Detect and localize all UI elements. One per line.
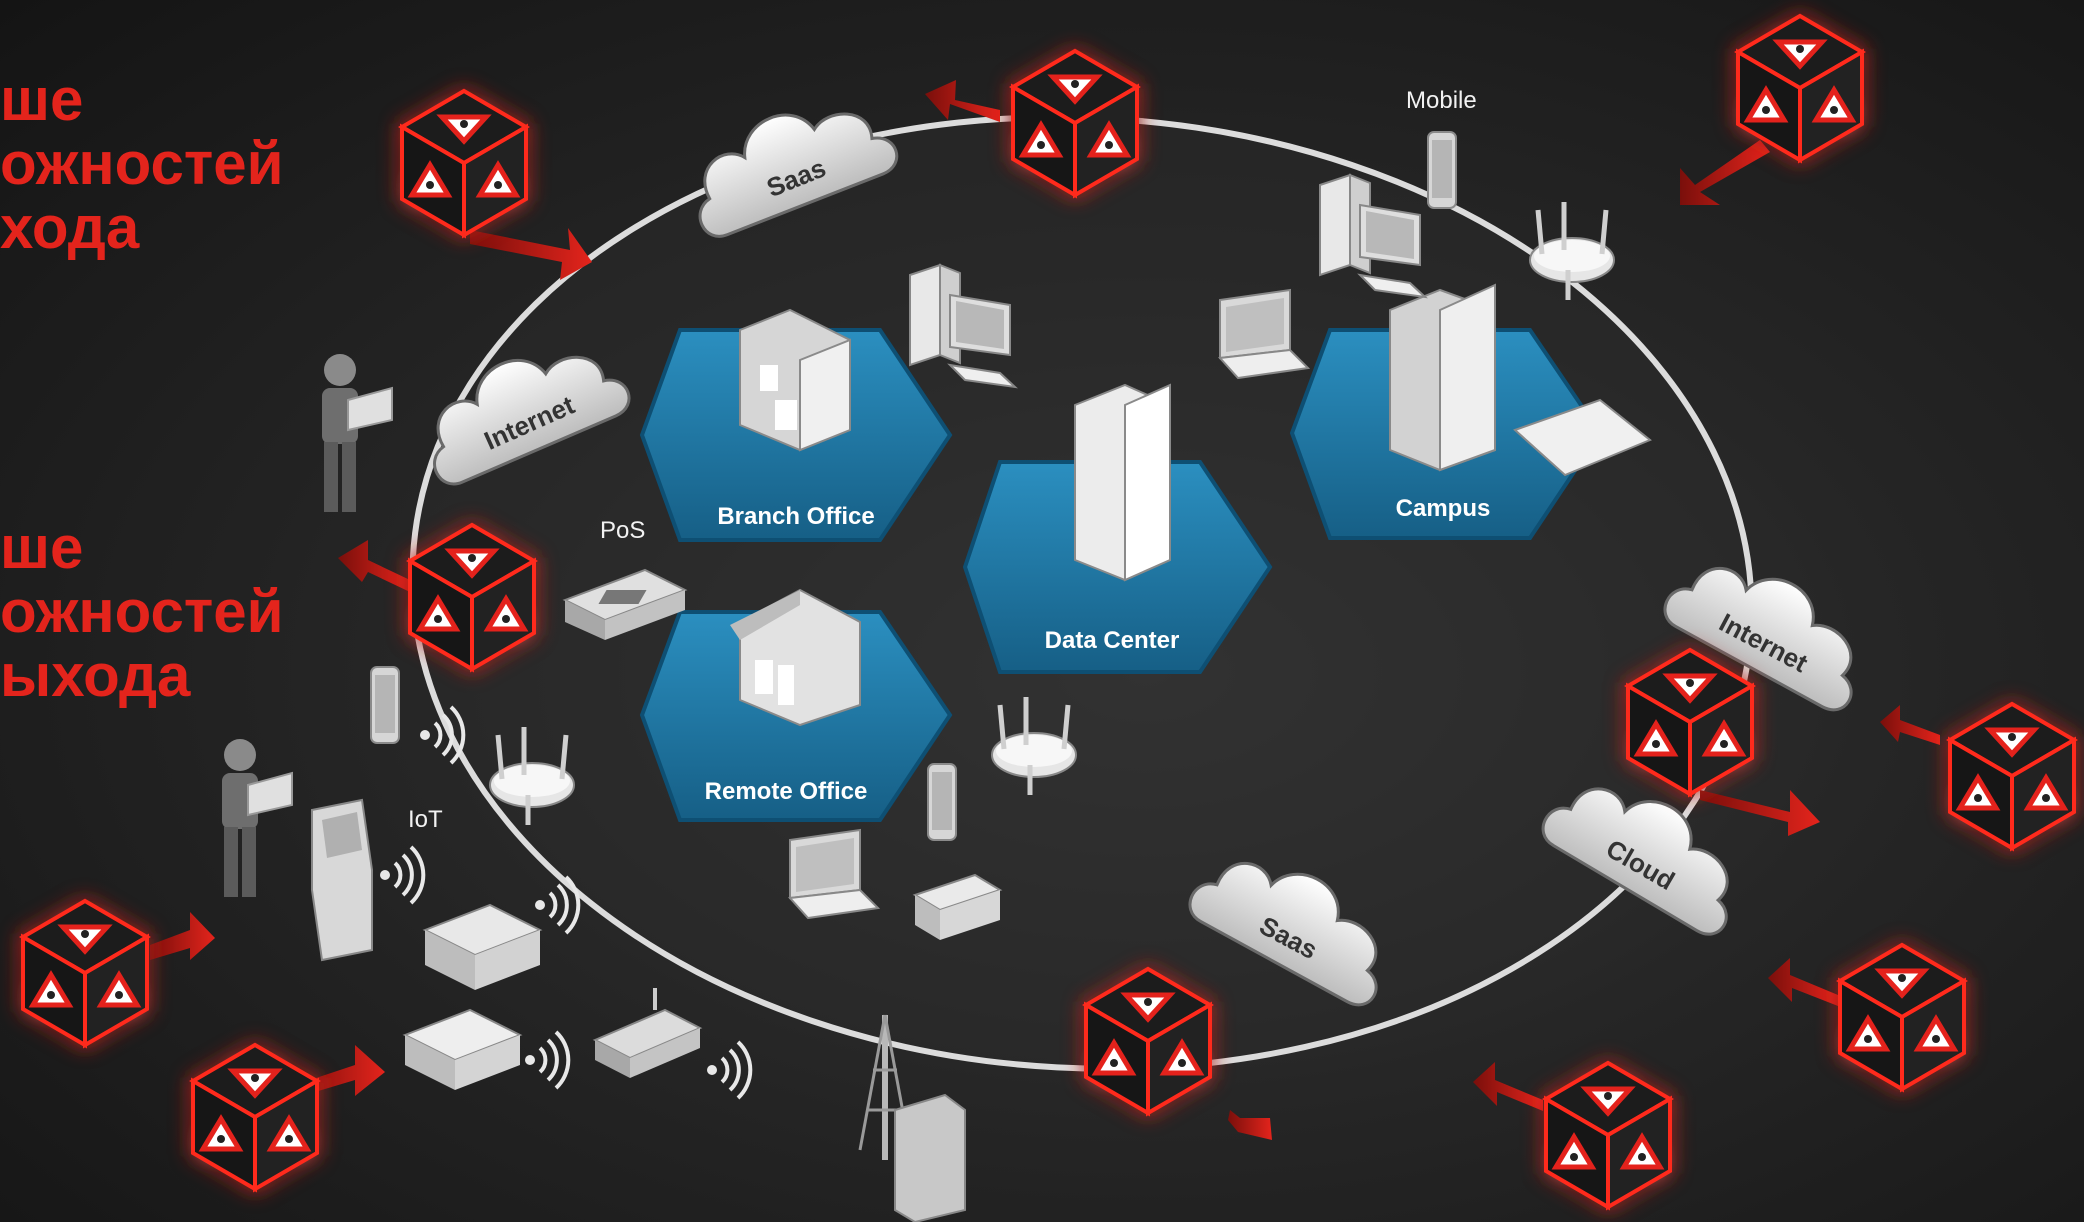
zone-branch-office: Branch Office	[639, 308, 953, 542]
scanner-icon	[402, 1008, 523, 1090]
threat-cube-icon	[1950, 704, 2074, 848]
kiosk-icon	[311, 798, 373, 962]
phone-icon	[1427, 131, 1457, 209]
threat-cube-icon	[1840, 945, 1964, 1089]
zone-label-data-center: Data Center	[1045, 627, 1180, 654]
threat-text-block-1: ше ожностей хода	[0, 68, 284, 260]
printer-icon	[912, 873, 1003, 940]
threat-text-line: ыхода	[0, 642, 191, 709]
cloud-saas-top: Saas	[672, 77, 904, 246]
phone-icon	[370, 666, 400, 744]
zone-label-remote-office: Remote Office	[705, 778, 868, 805]
zone-data-center: Data Center	[962, 383, 1273, 674]
zone-label-branch-office: Branch Office	[717, 503, 874, 530]
zone-label-campus: Campus	[1396, 495, 1491, 522]
threat-text-line: ожностей	[0, 130, 284, 197]
card-reader-icon	[592, 988, 703, 1078]
threat-text-block-2: ше ожностей ыхода	[0, 516, 284, 708]
threat-text-line: хода	[0, 194, 140, 261]
pos-terminal-icon	[562, 568, 688, 640]
phone-icon	[927, 763, 957, 841]
cell-tower-icon	[858, 1014, 966, 1222]
threat-cube-icon	[1738, 16, 1862, 160]
threat-text-line: ше	[0, 514, 84, 581]
zone-remote-office: Remote Office	[639, 588, 953, 822]
cloud-saas-bottom: Saas	[1180, 829, 1412, 1013]
threat-text-line: ше	[0, 66, 84, 133]
threat-text-line: ожностей	[0, 578, 284, 645]
label-mobile: Mobile	[1406, 87, 1477, 114]
label-iot: IoT	[408, 806, 443, 833]
threat-cube-icon	[1546, 1063, 1670, 1207]
zone-campus: Campus	[1289, 283, 1652, 540]
threat-cube-icon	[193, 1045, 317, 1189]
threat-arrow	[150, 80, 1940, 1140]
label-pos: PoS	[600, 517, 646, 544]
cash-register-icon	[422, 903, 543, 990]
